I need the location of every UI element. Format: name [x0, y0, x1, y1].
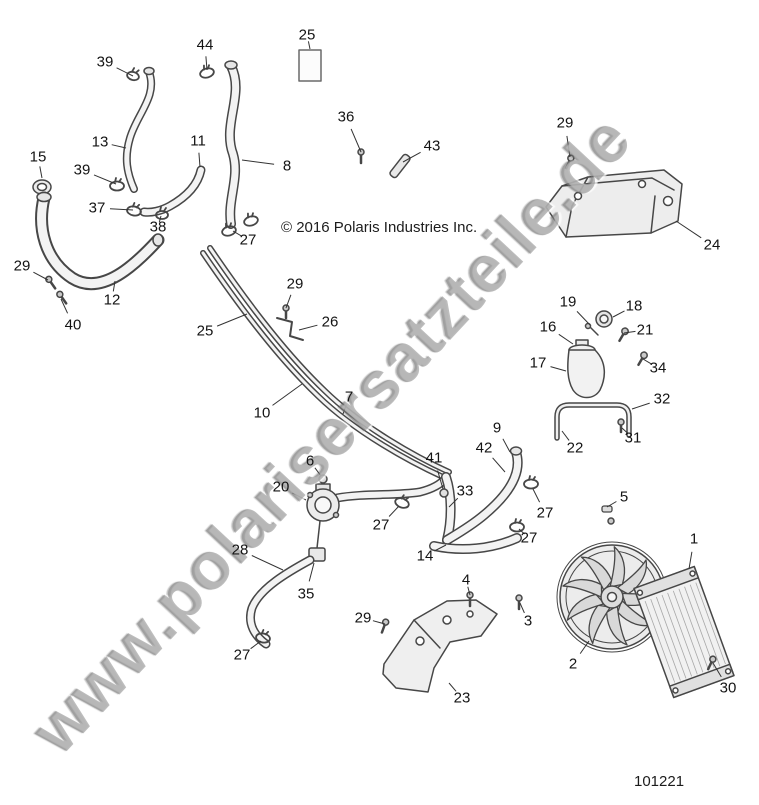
- hose-12: [35, 191, 165, 291]
- upper-bracket-24: [545, 169, 683, 238]
- radiator-cap-18: [584, 310, 613, 336]
- diagram-number: 101221: [634, 773, 685, 790]
- reservoir-bracket-22: [554, 402, 632, 441]
- leader-lines: [33, 41, 722, 692]
- hose-clamps: [109, 64, 539, 644]
- plate-25: [298, 49, 322, 82]
- cap-stem-19: [589, 326, 599, 336]
- hose-8: [224, 60, 241, 229]
- hose-13: [122, 66, 156, 193]
- mount-bracket-23: [382, 599, 498, 693]
- bolt-31: [617, 418, 625, 434]
- bolt-21: [618, 327, 629, 343]
- sensor-6: [318, 474, 328, 484]
- hose-9: [442, 446, 523, 545]
- clip-bracket-26: [276, 304, 304, 341]
- coolant-reservoir-17: [567, 339, 605, 399]
- thermostat-housing-20: [306, 474, 340, 562]
- y-pipe-junction: [332, 472, 456, 545]
- hose-14: [429, 533, 522, 554]
- ring-15: [32, 179, 52, 195]
- hose-11: [139, 165, 206, 217]
- fitting-43: [389, 153, 411, 179]
- hose-bundle-25-10-7: [200, 245, 452, 480]
- hose-28: [246, 555, 315, 649]
- bolts-and-screws: [45, 148, 717, 671]
- copyright-text: © 2016 Polaris Industries Inc.: [281, 219, 478, 236]
- stub-41: [439, 488, 449, 498]
- bolt-34: [637, 351, 648, 367]
